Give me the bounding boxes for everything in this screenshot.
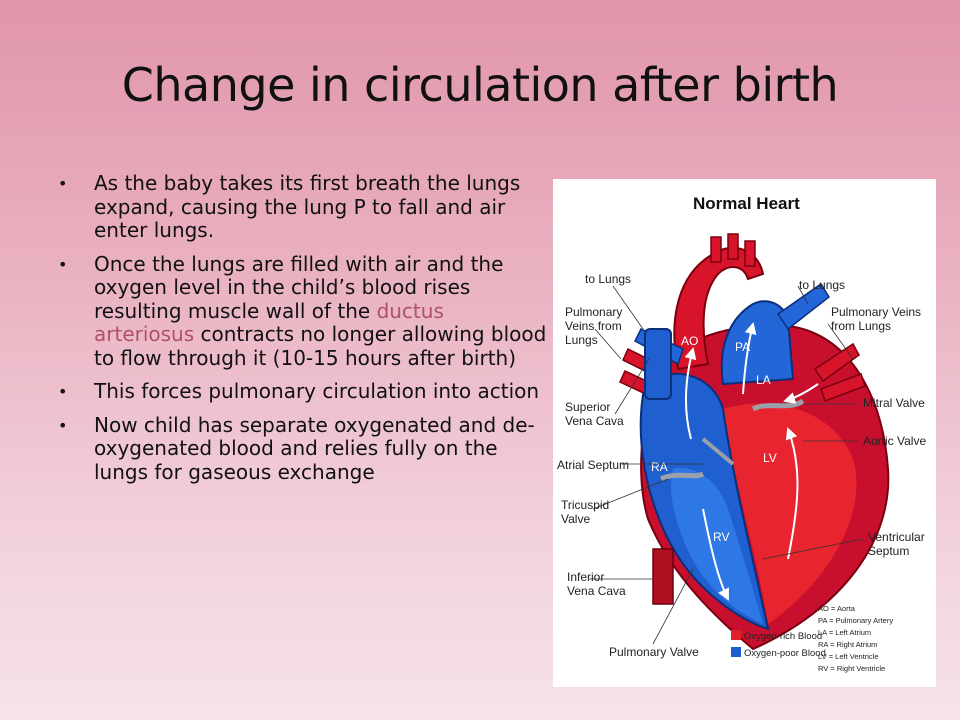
aortic-branch xyxy=(744,240,756,267)
label-pulmonary-veins-left: Veins from xyxy=(565,319,622,333)
aortic-branch xyxy=(727,233,739,260)
label-mitral-valve: Mitral Valve xyxy=(863,396,925,410)
heart-diagram: Normal Heart xyxy=(553,179,936,687)
label-superior-vena-cava: Superior xyxy=(565,400,610,414)
label-pulmonary-veins-left: Pulmonary xyxy=(565,305,622,319)
leader-lines xyxy=(589,285,864,645)
label-pulmonary-valve: Pulmonary Valve xyxy=(609,645,699,659)
bullet-text: Now child has separate oxygenated and de… xyxy=(94,412,535,484)
label-pulmonary-veins-right: from Lungs xyxy=(831,319,891,333)
pulmonary-artery-branch-right xyxy=(776,282,830,331)
abbreviation-item: RA = Right Atrium xyxy=(818,640,877,649)
abbreviation-item: RV = Right Ventricle xyxy=(818,664,885,673)
flow-arrow xyxy=(742,322,757,395)
tricuspid-valve xyxy=(659,471,705,482)
label-pulmonary-veins-left: Lungs xyxy=(565,333,598,347)
aorta xyxy=(673,246,765,371)
flow-arrow xyxy=(702,508,729,601)
label-tricuspid-valve: Valve xyxy=(561,512,590,526)
slide-title: Change in circulation after birth xyxy=(121,58,839,112)
bullet-item: • This forces pulmonary circulation into … xyxy=(58,379,548,404)
inferior-vena-cava xyxy=(652,548,674,605)
label-ventricular-septum: Septum xyxy=(868,544,909,558)
label-atrial-septum: Atrial Septum xyxy=(557,458,629,472)
mitral-valve xyxy=(751,398,805,412)
bullet-text: This forces pulmonary circulation into a… xyxy=(94,379,540,403)
abbreviation-item: AO = Aorta xyxy=(818,604,856,613)
bullet-item: • As the baby takes its first breath the … xyxy=(58,171,548,243)
pulmonary-valve xyxy=(701,437,735,466)
legend-swatch-oxygen-rich xyxy=(731,630,741,640)
label-ventricular-septum: Ventricular xyxy=(868,530,925,544)
chamber-label-rv: RV xyxy=(713,530,729,544)
flow-arrow xyxy=(783,383,819,404)
chamber-label-la: LA xyxy=(756,373,771,387)
right-ventricle xyxy=(671,468,763,624)
legend-oxygen-poor: Oxygen-poor Blood xyxy=(744,648,826,659)
bullet-item: • Once the lungs are filled with air and … xyxy=(58,251,548,371)
bullet-text: As the baby takes its first breath the l… xyxy=(94,171,521,242)
legend-oxygen-rich: Oxygen-rich Blood xyxy=(744,631,822,642)
bullet-dot-icon: • xyxy=(58,254,68,274)
pulmonary-vein-right xyxy=(820,373,866,402)
label-pulmonary-veins-right: Pulmonary Veins xyxy=(831,305,921,319)
bullet-list: • As the baby takes its first breath the … xyxy=(58,171,548,494)
label-inferior-vena-cava: Inferior xyxy=(567,570,604,584)
chamber-label-lv: LV xyxy=(763,451,777,465)
label-tricuspid-valve: Tricuspid xyxy=(561,498,609,512)
label-to-lungs-right: to Lungs xyxy=(799,278,845,292)
left-ventricle xyxy=(723,403,857,624)
highlighted-term: ductus arteriosus xyxy=(94,298,444,346)
bullet-text: contracts no longer allowing blood to fl… xyxy=(94,322,547,370)
abbreviation-item: PA = Pulmonary Artery xyxy=(818,616,893,625)
pulmonary-vein-right xyxy=(813,342,860,383)
chamber-label-pa: PA xyxy=(735,340,750,354)
abbreviation-item: LA = Left Atrium xyxy=(818,628,871,637)
bullet-text: Once the lungs are filled with air and t… xyxy=(94,251,504,323)
chamber-label-ao: AO xyxy=(681,334,698,348)
flow-arrow xyxy=(684,347,697,440)
superior-vena-cava xyxy=(644,328,672,400)
chamber-label-ra: RA xyxy=(651,460,668,474)
flow-arrow xyxy=(785,427,799,560)
legend-swatch-oxygen-poor xyxy=(731,647,741,657)
label-aortic-valve: Aortic Valve xyxy=(863,434,926,448)
bullet-item: • Now child has separate oxygenated and d… xyxy=(58,412,548,485)
figure-title: Normal Heart xyxy=(693,194,800,213)
bullet-dot-icon: • xyxy=(58,382,68,401)
label-inferior-vena-cava: Vena Cava xyxy=(567,584,626,598)
aortic-branch xyxy=(710,236,722,263)
abbreviation-item: LV = Left Ventricle xyxy=(818,652,879,661)
label-superior-vena-cava: Vena Cava xyxy=(565,414,624,428)
bullet-dot-icon: • xyxy=(58,174,68,193)
label-to-lungs-left: to Lungs xyxy=(585,272,631,286)
heart-illustration: Normal Heart xyxy=(557,194,926,673)
bullet-dot-icon: • xyxy=(58,415,68,435)
